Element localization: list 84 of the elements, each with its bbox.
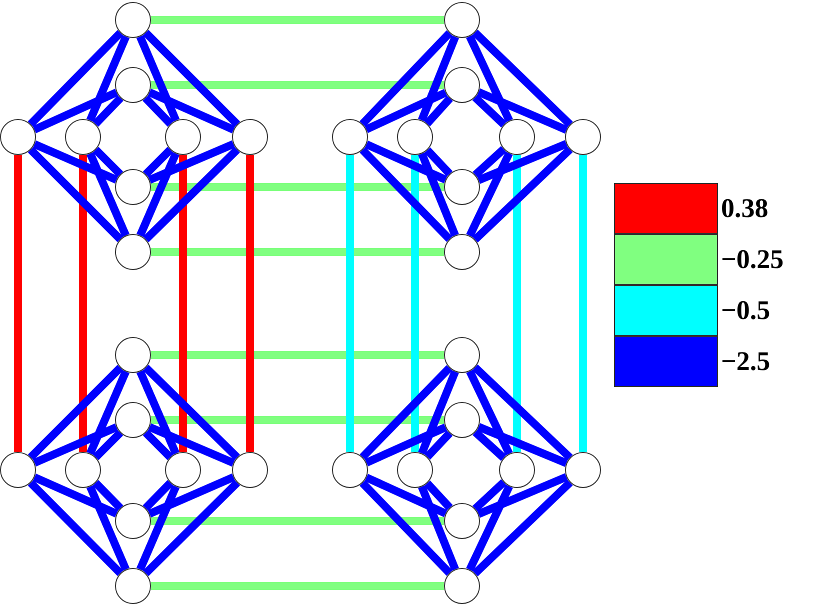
edge-line xyxy=(32,88,118,134)
edge-line xyxy=(418,35,459,122)
edge-line xyxy=(142,430,174,460)
edge-line xyxy=(136,34,180,122)
edge-line xyxy=(466,34,513,122)
legend-value: −0.5 xyxy=(721,297,770,324)
edge-line xyxy=(148,140,236,184)
edge-line xyxy=(579,155,587,452)
edge-line xyxy=(86,370,130,456)
legend-value: 0.38 xyxy=(721,195,768,222)
edge-line xyxy=(142,95,174,127)
edge-line xyxy=(32,474,118,518)
edge-line xyxy=(151,248,444,256)
edge-line xyxy=(151,16,444,24)
edge-line xyxy=(28,30,124,127)
edge-line xyxy=(136,484,180,572)
edge-line xyxy=(92,95,124,127)
legend-value: −0.25 xyxy=(721,246,784,273)
edge-line xyxy=(143,364,240,460)
edge-line xyxy=(472,30,573,128)
edge-line xyxy=(151,416,444,424)
edge-line xyxy=(360,480,452,576)
edge-line xyxy=(360,365,452,460)
legend-value: −2.5 xyxy=(721,348,770,375)
edge-line xyxy=(472,480,573,576)
edge-line xyxy=(424,96,453,126)
edge-line xyxy=(424,147,453,177)
edge-line xyxy=(142,480,174,511)
edge-line xyxy=(179,155,187,452)
edge-line xyxy=(79,155,87,452)
edge-line xyxy=(466,484,513,572)
edge-line xyxy=(477,473,568,518)
edge-line xyxy=(148,88,236,134)
edge-line xyxy=(142,30,240,128)
edge-line xyxy=(28,146,124,242)
edge-line xyxy=(472,146,506,178)
edge-line xyxy=(472,364,573,460)
edge-line xyxy=(32,140,118,184)
edge-line xyxy=(360,30,452,127)
edge-line xyxy=(364,88,448,134)
edge-line xyxy=(32,424,118,466)
edge-line xyxy=(411,155,419,452)
edge-line xyxy=(418,152,459,237)
edge-line xyxy=(424,430,453,460)
edge-line xyxy=(136,370,180,456)
edge-line xyxy=(151,582,444,590)
edge-line xyxy=(476,88,568,134)
edge-line xyxy=(346,155,354,452)
edge-line xyxy=(151,517,444,525)
edge-line xyxy=(513,155,521,452)
edge-line xyxy=(364,140,448,184)
edge-line xyxy=(364,474,448,518)
edge-line xyxy=(28,480,124,576)
edge-line xyxy=(477,423,568,467)
edge-line xyxy=(364,424,448,466)
edge-line xyxy=(28,364,124,460)
edge-line xyxy=(151,183,444,191)
edge-line xyxy=(477,140,568,184)
edge-line xyxy=(360,147,452,242)
edge-line xyxy=(148,423,236,467)
edge-line xyxy=(143,146,240,242)
edge-line xyxy=(86,34,130,122)
edge-line xyxy=(466,152,513,238)
edge-line xyxy=(86,152,130,238)
edge-line xyxy=(472,479,507,512)
edge-line xyxy=(92,480,124,511)
edge-line xyxy=(472,94,507,128)
edge-line xyxy=(151,351,444,359)
edge-line xyxy=(92,146,124,178)
edge-line xyxy=(151,81,444,89)
edge-line xyxy=(148,474,236,518)
edge-line xyxy=(136,152,180,238)
edge-line xyxy=(86,484,130,572)
edge-line xyxy=(424,480,453,510)
edge-line xyxy=(14,155,22,452)
edge-line xyxy=(472,429,506,461)
edge-line xyxy=(92,430,124,460)
edge-line xyxy=(142,480,240,576)
edge-line xyxy=(246,155,254,452)
edge-line xyxy=(418,485,459,571)
edge-line xyxy=(472,146,573,242)
edge-line xyxy=(142,146,174,178)
edge-line xyxy=(466,370,513,456)
edge-line xyxy=(418,370,459,455)
